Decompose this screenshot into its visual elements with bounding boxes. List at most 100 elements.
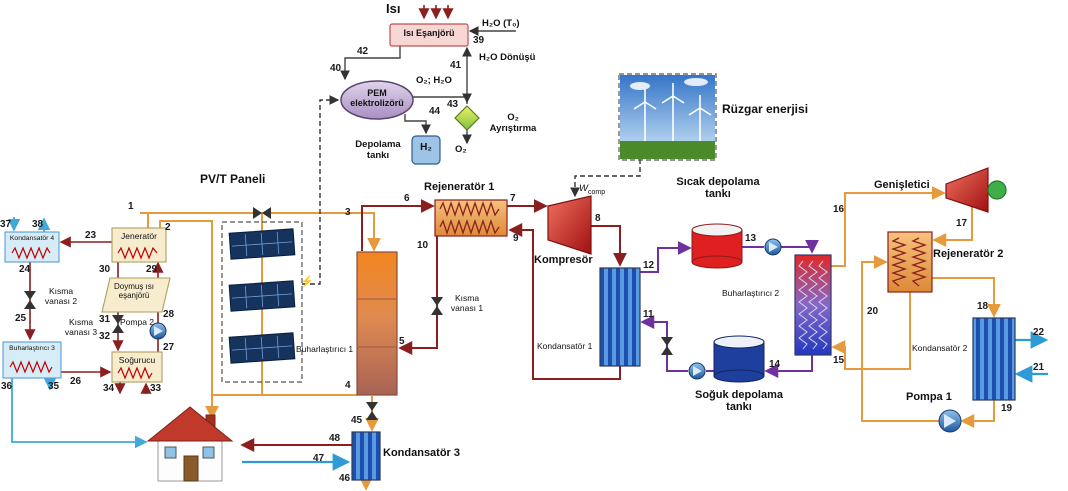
solar-panel-icon [228, 332, 296, 364]
regenerator2-box [887, 231, 933, 293]
compressor-label: Kompresör [534, 254, 593, 266]
coil-icon [9, 360, 53, 374]
pvt-box-border [221, 221, 303, 383]
coil-icon [798, 260, 808, 350]
condenser2-label: Kondansatör 2 [912, 343, 968, 353]
state-point-23: 23 [85, 230, 97, 241]
wire [861, 255, 939, 422]
h2o-return-label: H₂O Dönüşü [479, 52, 536, 63]
condenser1-label: Kondansatör 1 [537, 341, 593, 351]
pump2-icon [149, 322, 167, 340]
door [183, 455, 199, 482]
state-point-48: 48 [329, 433, 341, 444]
state-point-20: 20 [867, 306, 879, 317]
wind-box-border [618, 73, 717, 161]
o2-outlet-label: O₂ [455, 144, 467, 155]
expander-shape [945, 167, 989, 213]
condenser4-box [4, 231, 60, 263]
solar-panel-icon [228, 228, 296, 260]
compressor-shape [547, 195, 592, 255]
state-point-6: 6 [404, 193, 410, 204]
heat-title: Isı [386, 1, 401, 16]
pvt-valve-icon [253, 207, 271, 219]
evaporator3-label: Buharlaştırıcı 3 [9, 345, 55, 352]
wire [932, 207, 973, 247]
state-point-25: 25 [15, 313, 27, 324]
generator-icon [987, 180, 1007, 200]
cold-storage-label: Soğuk depolama tankı [694, 389, 784, 414]
state-point-43: 43 [447, 99, 459, 110]
throttle-valve3-icon [112, 315, 124, 333]
state-point-38: 38 [32, 219, 44, 230]
water-loop-lines [242, 331, 1049, 471]
state-point-13: 13 [745, 233, 757, 244]
wire [640, 315, 688, 372]
condenser1-box [599, 267, 641, 367]
condenser3-box [351, 431, 381, 481]
compressor-work-label: Wcomp [579, 183, 606, 196]
coil-icon [890, 237, 908, 287]
absorber-box [111, 351, 163, 383]
state-point-39: 39 [473, 35, 485, 46]
regenerator1-label: Rejeneratör 1 [424, 181, 495, 193]
state-point-7: 7 [510, 193, 516, 204]
wire [404, 114, 431, 135]
state-point-31: 31 [99, 314, 111, 325]
state-point-8: 8 [595, 213, 601, 224]
wire [831, 292, 911, 370]
state-point-28: 28 [163, 309, 175, 320]
state-point-33: 33 [150, 383, 162, 394]
state-point-12: 12 [643, 260, 655, 271]
chilled-water-lines [7, 217, 148, 449]
wire [11, 378, 148, 449]
condenser2-box [972, 317, 1016, 401]
state-point-42: 42 [357, 46, 369, 57]
evaporator3-box [2, 341, 62, 379]
condenser4-label: Kondansatör 4 [9, 235, 55, 242]
wire [140, 212, 381, 252]
coil-icon [818, 260, 828, 350]
condenser3-valve-icon [366, 402, 378, 420]
wcomp-symbol: W [579, 183, 588, 194]
wire [413, 93, 472, 104]
h2o-inlet-label: H₂O (T₀) [482, 18, 520, 29]
pvt-panel-group [221, 221, 303, 383]
coil-icon [117, 246, 158, 260]
evaporator2-label: Buharlaştırıcı 2 [722, 288, 780, 298]
state-point-32: 32 [99, 331, 111, 342]
evaporator1-box [356, 251, 398, 396]
state-point-1: 1 [128, 201, 134, 212]
electricity-icon: ⚡ [300, 276, 314, 288]
state-point-4: 4 [345, 380, 351, 391]
refrigerant-loop-lines [240, 199, 627, 452]
wind-turbine-icon [633, 83, 712, 141]
throttle-valve2-label: Kısma vanası 2 [44, 286, 78, 306]
wire [640, 241, 692, 273]
state-point-47: 47 [313, 453, 325, 464]
pem-electrolyzer-shape [340, 80, 414, 120]
regenerator2-label: Rejeneratör 2 [933, 248, 1004, 260]
wire [361, 199, 435, 251]
throttle-valve2-icon [24, 291, 36, 309]
wire [831, 186, 946, 267]
window [164, 446, 177, 459]
evaporator2-box [794, 254, 832, 356]
wire [932, 277, 1001, 318]
state-point-5: 5 [399, 336, 405, 347]
wire [159, 220, 357, 396]
evaporator1-label: Buharlaştırıcı 1 [296, 344, 354, 354]
state-point-3: 3 [345, 207, 351, 218]
regenerator1-box [434, 199, 508, 237]
state-point-10: 10 [417, 240, 429, 251]
state-point-2: 2 [165, 222, 171, 233]
state-point-26: 26 [70, 376, 82, 387]
cold-tank-pump-icon [688, 362, 706, 380]
throttle-valve1-icon [431, 297, 443, 315]
wire [764, 355, 813, 378]
heat-exchanger-label: Isı Eşanjörü [403, 28, 455, 38]
solar-panel-icon [228, 280, 296, 312]
state-point-41: 41 [450, 60, 462, 71]
cold-storage-tank [713, 335, 765, 383]
